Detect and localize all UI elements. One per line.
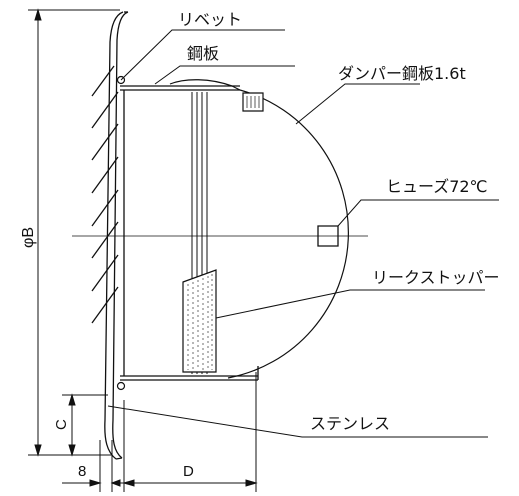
leak-stopper-label: リークストッパー <box>372 268 500 287</box>
grille-flange <box>105 12 128 459</box>
c-dimension <box>62 395 108 455</box>
c-label: C <box>53 419 70 430</box>
diameter-dimension <box>28 10 120 455</box>
d-label: D <box>183 463 194 480</box>
louvre-blades <box>92 66 118 323</box>
rivet-bottom <box>118 383 125 390</box>
rivet-label: リベット <box>178 10 242 29</box>
stainless-label: ステンレス <box>310 414 390 433</box>
steel-plate-label: 鋼板 <box>187 44 219 63</box>
damper-hinge <box>243 93 263 111</box>
diameter-label: φB <box>20 227 37 248</box>
bottom-dimension-lines <box>62 372 256 492</box>
leader-lines <box>108 30 499 437</box>
eight-label: 8 <box>78 463 86 480</box>
damper-label: ダンパー鋼板1.6t <box>338 64 466 83</box>
fuse-label: ヒューズ72℃ <box>386 177 488 196</box>
damper-plate <box>170 80 348 378</box>
leak-stopper-strip <box>183 270 216 372</box>
